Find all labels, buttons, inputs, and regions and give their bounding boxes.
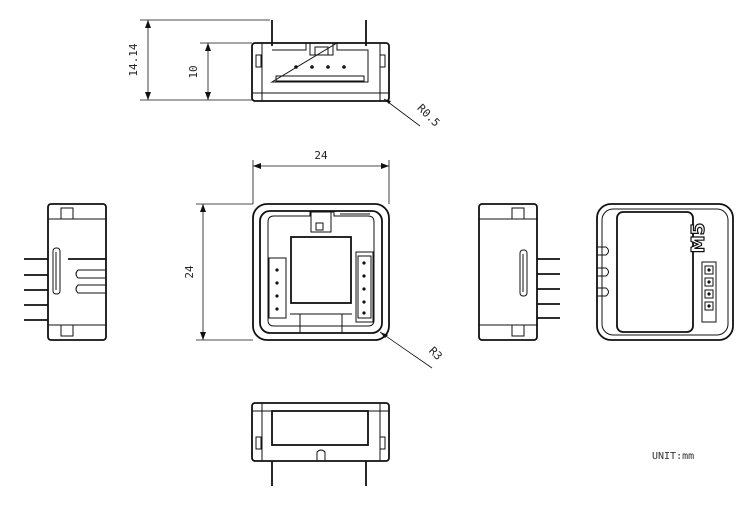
m5-logo: M5 <box>688 223 709 253</box>
dim-height-body: 10 <box>187 65 200 78</box>
dim-radius-corner: R3 <box>426 344 445 363</box>
left-side-view <box>24 203 107 341</box>
dim-height-total: 14.14 <box>127 43 140 76</box>
dim-height: 24 <box>183 265 196 279</box>
dim-width: 24 <box>314 149 328 162</box>
unit-label: UNIT:mm <box>652 451 694 462</box>
bottom-elevation-view <box>251 402 390 486</box>
front-top-view: M5 <box>596 203 734 341</box>
right-side-view <box>478 203 560 341</box>
center-bottom-view: 24 24 <box>183 149 445 369</box>
top-elevation-view: 14.14 10 R0.5 <box>127 19 442 129</box>
